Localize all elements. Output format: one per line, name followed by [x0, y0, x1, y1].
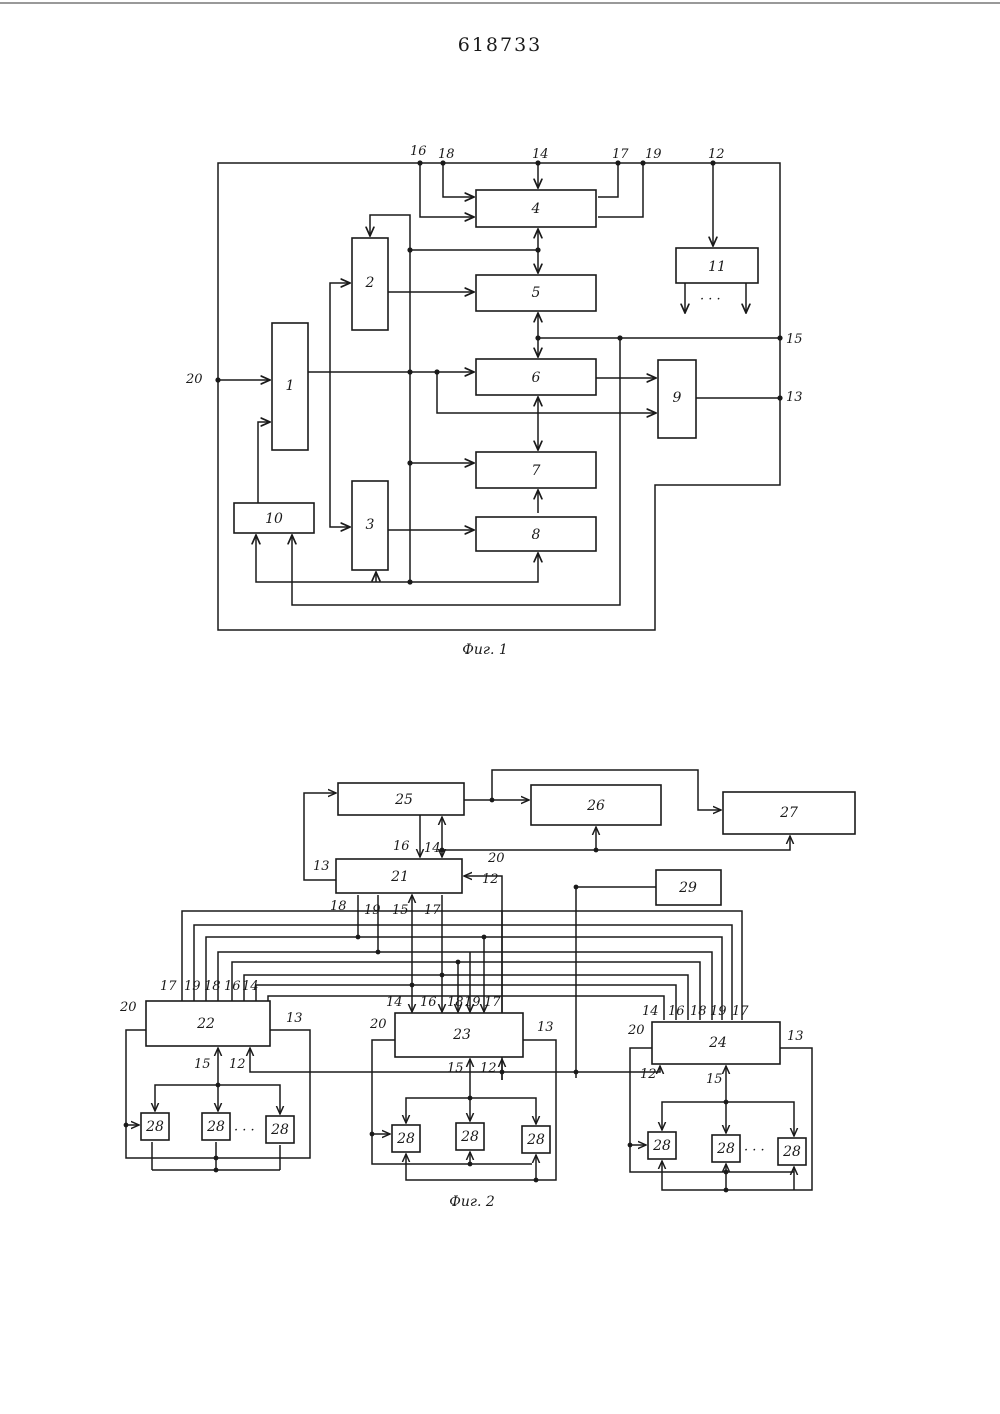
- fig2-l20-a: 20: [119, 1000, 137, 1015]
- svg-text:28: 28: [526, 1132, 545, 1148]
- fig2-l13-a: 13: [286, 1011, 303, 1026]
- fig2-l12-a: 12: [229, 1057, 246, 1072]
- fig2-label-16: 16: [393, 839, 410, 854]
- fig2-l20-b: 20: [369, 1017, 387, 1032]
- fig2-l12-b: 12: [480, 1061, 497, 1076]
- svg-text:28: 28: [782, 1144, 801, 1160]
- block-24-label: 24: [708, 1035, 727, 1051]
- fig2-l20-c: 20: [627, 1023, 645, 1038]
- svg-text:28: 28: [460, 1129, 479, 1145]
- block-27-label: 27: [779, 805, 798, 821]
- fig2-l18-b: 18: [447, 995, 464, 1010]
- svg-text:28: 28: [145, 1119, 164, 1135]
- fig2-l19-a: 19: [184, 979, 201, 994]
- figure-2-caption: Фиг. 2: [449, 1194, 495, 1210]
- block-22-label: 22: [196, 1016, 215, 1032]
- fig2-l17-b: 17: [484, 995, 501, 1010]
- fig2-l18-a: 18: [204, 979, 221, 994]
- fig2-l15-a: 15: [194, 1057, 211, 1072]
- block-21-label: 21: [390, 869, 409, 885]
- fig2-l19-c: 19: [710, 1004, 727, 1019]
- group-c-dots: · · ·: [744, 1143, 765, 1158]
- fig2-l15-c: 15: [706, 1072, 723, 1087]
- block-26-label: 26: [586, 798, 605, 814]
- fig2-l13-b: 13: [537, 1020, 554, 1035]
- svg-text:28: 28: [396, 1131, 415, 1147]
- block-23-label: 23: [452, 1027, 471, 1043]
- fig2-l14-b: 14: [386, 995, 403, 1010]
- svg-text:28: 28: [716, 1141, 735, 1157]
- fig2-l13-c: 13: [787, 1029, 804, 1044]
- fig2-label-14: 14: [424, 841, 441, 856]
- fig2-label-12: 12: [482, 872, 499, 887]
- svg-text:28: 28: [270, 1122, 289, 1138]
- fig2-l17-c: 17: [732, 1004, 749, 1019]
- fig2-l16-a: 16: [224, 979, 241, 994]
- block-29-label: 29: [678, 880, 697, 896]
- group-a-dots: · · ·: [234, 1123, 255, 1138]
- svg-text:28: 28: [206, 1119, 225, 1135]
- fig2-l17-a: 17: [160, 979, 177, 994]
- fig2-l14-a: 14: [242, 979, 259, 994]
- fig2-label-13: 13: [313, 859, 330, 874]
- fig2-label-20: 20: [487, 851, 505, 866]
- fig2-l19-b: 19: [464, 995, 481, 1010]
- fig2-l12-c: 12: [640, 1067, 657, 1082]
- fig2-l15-b: 15: [447, 1061, 464, 1076]
- svg-text:28: 28: [652, 1138, 671, 1154]
- fig2-l18-c: 18: [690, 1004, 707, 1019]
- block-25-label: 25: [394, 792, 413, 808]
- fig2-l16-b: 16: [420, 995, 437, 1010]
- fig2-l14-c: 14: [642, 1004, 659, 1019]
- fig2-l16-c: 16: [668, 1004, 685, 1019]
